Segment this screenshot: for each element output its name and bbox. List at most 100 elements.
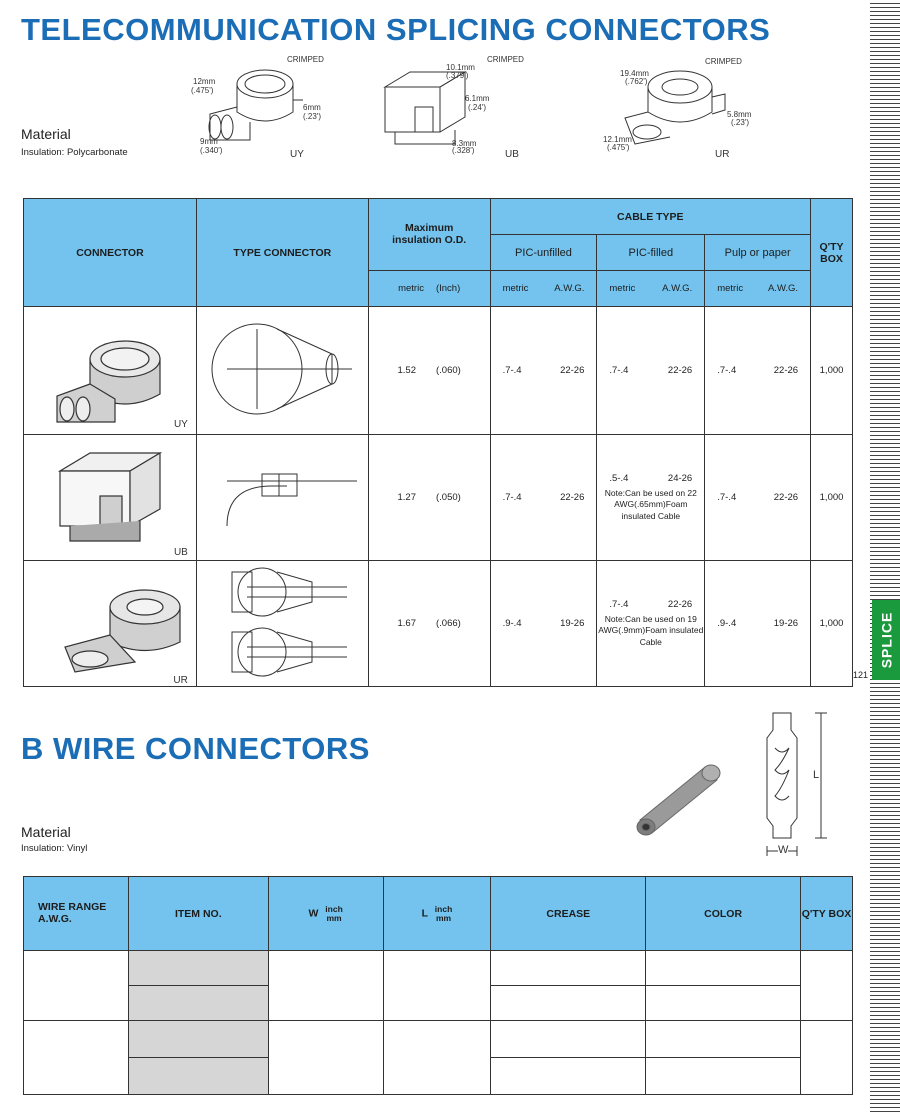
- unit-awg: A.W.G.: [554, 283, 585, 294]
- ur-crimped-label: CRIMPED: [705, 57, 742, 66]
- pp-awg: 19-26: [773, 618, 799, 629]
- pu-awg: 22-26: [560, 365, 585, 376]
- od-metric: 1.67: [397, 618, 417, 629]
- max-od-units: metric(Inch): [367, 270, 491, 307]
- od-inch: (.060): [436, 365, 461, 376]
- ub-qty: 1,000: [810, 434, 853, 561]
- pf-awg: 22-26: [667, 365, 693, 376]
- ub-tag: UB: [505, 149, 519, 160]
- item-no: [127, 1020, 269, 1058]
- table-row: [23, 1020, 853, 1095]
- uy-tag: UY: [290, 149, 304, 160]
- pp-units: metric A.W.G.: [704, 270, 812, 307]
- col-type-connector: TYPE CONNECTOR: [195, 198, 369, 307]
- material-heading: Material: [21, 126, 71, 142]
- pp-metric: .7-.4: [717, 365, 737, 376]
- item-no: [127, 950, 269, 986]
- col-wire-range: WIRE RANGE A.W.G.: [23, 876, 129, 951]
- item-no: [127, 1057, 269, 1095]
- unit-awg: A.W.G.: [767, 283, 799, 294]
- ur-dim1-inch: (.762'): [625, 77, 648, 86]
- col-color: COLOR: [645, 876, 801, 951]
- table-row: UY 1.52(.060) .7-.4 22-26 .7-.4 22-26 .7-.…: [23, 306, 853, 435]
- col-qty: Q'TY BOX: [800, 876, 853, 951]
- pulp-label: Pulp or paper: [724, 246, 791, 259]
- col-crease: CREASE: [490, 876, 647, 951]
- ur-type-drawing: [195, 560, 369, 687]
- crease: [490, 1020, 647, 1058]
- splice-side-tab: SPLICE: [872, 600, 900, 680]
- w-value: [267, 1020, 384, 1095]
- splice-tab-label: SPLICE: [878, 611, 895, 669]
- uy-dim2: 6mm: [303, 103, 321, 112]
- uy-dim3-inch: (.340'): [200, 146, 223, 155]
- uy-pic-unfilled: .7-.4 22-26: [489, 306, 598, 435]
- ur-dim2: 5.8mm: [727, 110, 752, 119]
- ur-photo-cell: UR: [23, 560, 197, 687]
- color: [645, 1020, 801, 1058]
- col-pic-unfilled: PIC-unfilled: [489, 234, 598, 271]
- col-pulp: Pulp or paper: [704, 234, 812, 271]
- ub-crimped-label: CRIMPED: [487, 55, 524, 64]
- page-edge-ruler: [870, 0, 900, 1114]
- ur-dim3: 12.1mm: [603, 135, 632, 144]
- unit-metric: metric: [717, 283, 744, 294]
- section-title-telecom: TELECOMMUNICATION SPLICING CONNECTORS: [21, 12, 771, 47]
- ub-dim3: 8.3mm: [452, 139, 477, 148]
- unit-mm: mm: [326, 912, 342, 923]
- pf-units: metric A.W.G.: [596, 270, 706, 307]
- unit-inch: inch: [325, 904, 343, 914]
- pf-metric: .7-.4: [609, 365, 629, 376]
- ub-connector-image: [57, 451, 163, 542]
- color: [645, 985, 801, 1021]
- page-number: 121: [853, 670, 869, 680]
- crease: [490, 950, 647, 986]
- ub-dim1-inch: (.379'): [446, 71, 469, 80]
- qty: [800, 950, 853, 1021]
- w-units: inch mm: [325, 905, 342, 922]
- uy-connector-image: [56, 340, 161, 423]
- uy-dim2-inch: (.23'): [303, 112, 321, 121]
- row-label: UY: [173, 419, 188, 430]
- uy-max-od: 1.52(.060): [367, 306, 491, 435]
- col-cable-type: CABLE TYPE: [489, 198, 812, 235]
- w-label: W: [308, 907, 319, 920]
- b-wire-connector-image: [620, 755, 730, 845]
- ub-photo-cell: UB: [23, 434, 197, 561]
- section-title-b-wire: B WIRE CONNECTORS: [21, 731, 370, 766]
- wire-range: [23, 950, 129, 1021]
- ur-dim3-inch: (.475'): [607, 143, 630, 152]
- b-wire-dimension-drawing: L W: [755, 708, 845, 860]
- col-w: W inch mm: [267, 876, 384, 951]
- ub-type-drawing: [195, 434, 369, 561]
- pic-filled-label: PIC-filled: [628, 246, 674, 259]
- pf-metric: .7-.4: [609, 599, 629, 611]
- table-row: [24, 1057, 853, 1095]
- unit-awg: A.W.G.: [662, 283, 693, 294]
- dim-w-label: W: [778, 844, 789, 856]
- material-heading: Material: [21, 824, 71, 840]
- table-row: [23, 950, 853, 1021]
- uy-photo-cell: UY: [23, 306, 197, 435]
- b-wire-table: WIRE RANGE A.W.G. ITEM NO. W inch mm L i…: [23, 876, 853, 1095]
- col-item-no: ITEM NO.: [127, 876, 269, 951]
- unit-metric: metric: [609, 283, 636, 294]
- color: [645, 1057, 801, 1095]
- material-text: Insulation: Vinyl: [21, 843, 88, 854]
- l-value: [382, 950, 492, 1021]
- unit-metric: metric: [398, 283, 424, 294]
- pf-awg: 24-26: [667, 473, 693, 485]
- pp-metric: .9-.4: [717, 618, 737, 629]
- wire-range: [23, 1020, 129, 1095]
- ub-diagram: CRIMPED 10.1mm (.379') 6.1mm (.24') 8.3m…: [380, 52, 540, 162]
- uy-crimped-label: CRIMPED: [287, 55, 324, 64]
- pf-metric: .5-.4: [609, 473, 629, 485]
- pf-awg: 22-26: [667, 599, 693, 611]
- col-qty: Q'TY BOX: [810, 198, 853, 307]
- uy-qty: 1,000: [810, 306, 853, 435]
- pu-metric: .7-.4: [502, 365, 522, 376]
